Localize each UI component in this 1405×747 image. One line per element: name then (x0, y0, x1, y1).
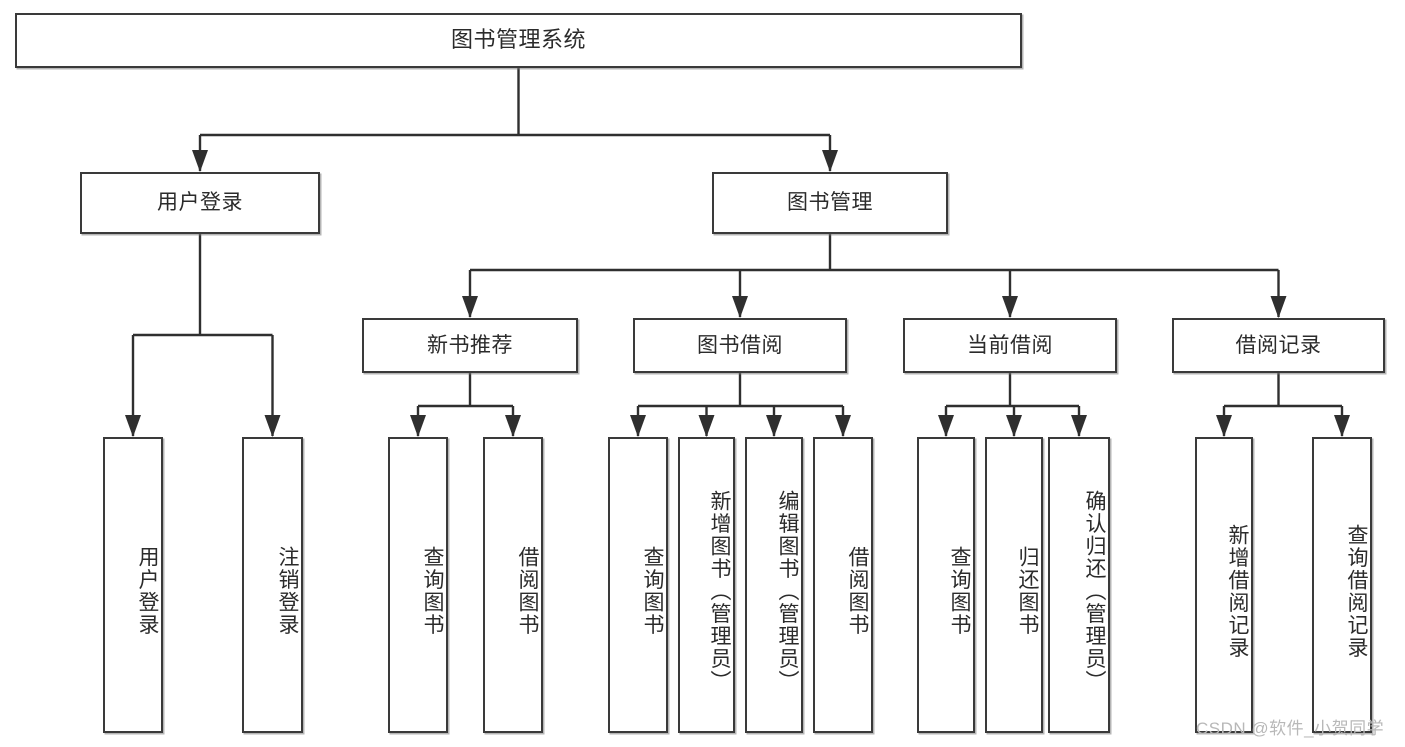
watermark: CSDN @软件_小贺同学 (1196, 719, 1385, 738)
node-l-qrec: 查询借阅记录 (1312, 437, 1372, 733)
node-l-b2: 借阅图书 (813, 437, 873, 733)
node-l-b1: 借阅图书 (483, 437, 543, 733)
node-l-q3: 查询图书 (917, 437, 975, 733)
node-bookmgmt: 图书管理 (712, 172, 948, 234)
node-l-q1: 查询图书 (388, 437, 448, 733)
node-l-logout: 注销登录 (242, 437, 303, 733)
node-borrow: 图书借阅 (633, 318, 847, 373)
node-l-edit: 编辑图书（管理员） (745, 437, 803, 733)
node-login: 用户登录 (80, 172, 320, 234)
node-l-add: 新增图书（管理员） (678, 437, 735, 733)
node-l-conf: 确认归还（管理员） (1048, 437, 1110, 733)
node-l-login: 用户登录 (103, 437, 163, 733)
node-current: 当前借阅 (903, 318, 1117, 373)
node-records: 借阅记录 (1172, 318, 1385, 373)
node-l-q2: 查询图书 (608, 437, 668, 733)
node-l-ret: 归还图书 (985, 437, 1043, 733)
node-l-newrec: 新增借阅记录 (1195, 437, 1253, 733)
node-newbook: 新书推荐 (362, 318, 578, 373)
node-root: 图书管理系统 (15, 13, 1022, 68)
